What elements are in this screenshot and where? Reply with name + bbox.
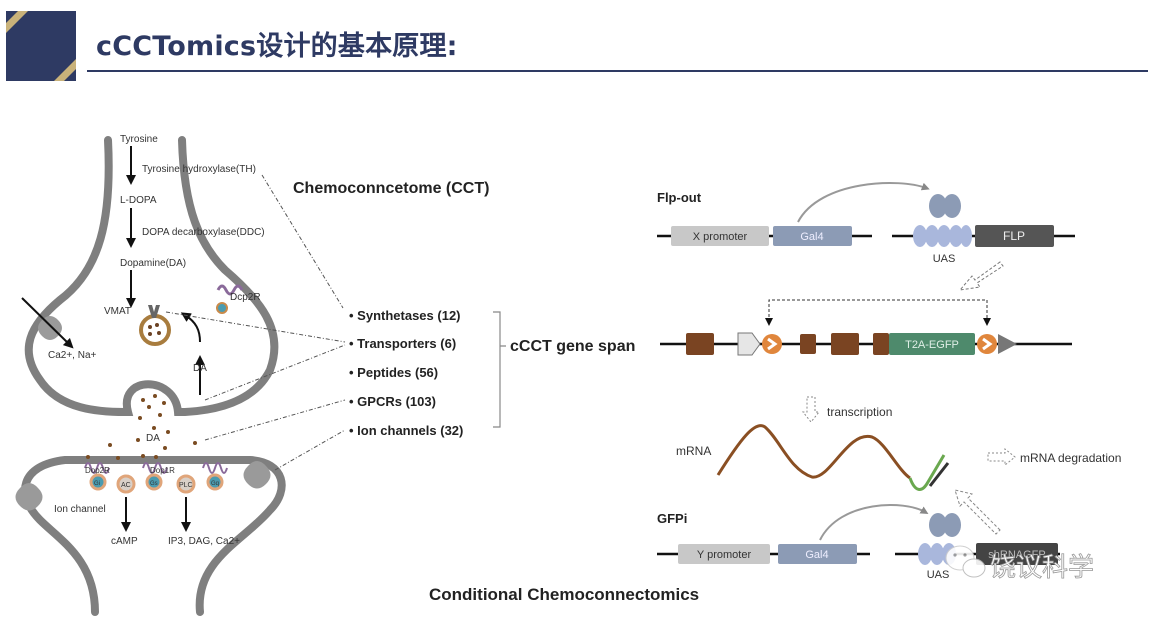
label-gs: Gs xyxy=(150,481,158,487)
exon-3 xyxy=(831,333,859,355)
effector-ac xyxy=(116,474,136,494)
flp-target-bracket xyxy=(768,299,988,322)
degradation-arrow xyxy=(987,447,1016,467)
shrna-strand xyxy=(928,462,950,487)
frt-site-left xyxy=(762,334,782,354)
terminator-triangle-icon xyxy=(998,334,1017,354)
transcription-arrow xyxy=(801,396,821,423)
gal4-box-gfpi xyxy=(778,544,857,564)
ion-influx-arrow xyxy=(21,297,74,349)
category-ion-channels: • Ion channels (32) xyxy=(349,423,463,438)
gal4-label-flpout: Gal4 xyxy=(800,231,823,243)
label-dopamine: Dopamine(DA) xyxy=(120,258,186,269)
y-promoter-label: Y promoter xyxy=(697,549,752,561)
wechat-icon xyxy=(945,545,986,578)
vesicle xyxy=(139,305,171,346)
label-camp: cAMP xyxy=(111,536,138,547)
mrna-label: mRNA xyxy=(676,444,711,458)
y-promoter-box xyxy=(678,544,770,564)
exon-4 xyxy=(873,333,889,355)
flp-box xyxy=(975,225,1054,247)
x-promoter-label: X promoter xyxy=(693,231,748,243)
uas-gal4-complex-flpout xyxy=(913,194,972,247)
label-dcp2r: Dcp2R xyxy=(230,292,261,303)
dcp2r-receptor-icon xyxy=(216,284,244,314)
ion-channel-right-icon xyxy=(243,461,271,489)
label-ac: AC xyxy=(121,482,131,489)
t2a-egfp-box xyxy=(889,333,975,355)
ion-channel-icon xyxy=(38,316,62,340)
cct-category-list: • Synthetases (12) • Transporters (6) • … xyxy=(349,308,463,438)
gprotein-gi xyxy=(89,473,107,491)
frt-arrow-left xyxy=(765,318,773,326)
gal4-binding-arrow-gfpi xyxy=(819,504,929,541)
category-peptides: • Peptides (56) xyxy=(349,365,438,380)
t2a-egfp-label: T2A-EGFP xyxy=(905,339,959,351)
gal4-binding-arrow-flpout xyxy=(797,181,930,223)
gprotein-gq xyxy=(206,473,224,491)
uas-label-gfpi: UAS xyxy=(927,569,950,581)
page-title: cCCTomics设计的基本原理: xyxy=(96,31,458,62)
label-gi: Gi xyxy=(94,481,100,487)
label-gq: Gq xyxy=(211,481,219,487)
flpout-title: Flp-out xyxy=(657,190,702,205)
header-logo-square xyxy=(6,11,76,81)
label-dop2r: Dop2R xyxy=(85,466,110,475)
gal4-box-flpout xyxy=(773,226,852,246)
gfpi-action-arrow xyxy=(954,489,1001,535)
category-connectors xyxy=(165,174,346,471)
flp-action-arrow xyxy=(958,261,1004,291)
category-synthetases: • Synthetases (12) xyxy=(349,308,461,323)
mrna-strand xyxy=(716,424,911,480)
label-th: Tyrosine hydroxylase(TH) xyxy=(142,164,256,175)
presynaptic-neuron xyxy=(24,136,279,416)
mrna-egfp-segment xyxy=(908,454,946,491)
category-gpcrs: • GPCRs (103) xyxy=(349,394,436,409)
label-da-cleft: DA xyxy=(146,433,160,444)
gfpi-title: GFPi xyxy=(657,511,687,526)
figure-caption: Conditional Chemoconnectomics xyxy=(429,585,699,604)
logo-stripes xyxy=(6,11,76,81)
category-bracket xyxy=(493,311,506,428)
frt-site-right xyxy=(977,334,997,354)
frt-arrow-right xyxy=(983,318,991,326)
effector-plc xyxy=(176,474,196,494)
exon-2 xyxy=(800,334,816,354)
x-promoter-box xyxy=(671,226,769,246)
cct-title: Chemoconncetome (CCT) xyxy=(293,180,489,197)
label-ip3: IP3, DAG, Ca2+ xyxy=(168,536,240,547)
uas-label-flpout: UAS xyxy=(933,253,956,265)
label-ion-influx: Ca2+, Na+ xyxy=(48,350,97,361)
title-underline xyxy=(87,70,1148,72)
gene-span-label: cCCT gene span xyxy=(510,338,635,355)
dopamine-particles xyxy=(86,394,197,460)
label-vmat: VMAT xyxy=(104,306,131,317)
shrna-label: shRNAGFP xyxy=(988,549,1045,561)
transcription-label: transcription xyxy=(827,405,892,419)
watermark-text: 饶议科学 xyxy=(990,553,1094,583)
shrna-box xyxy=(976,543,1058,565)
ion-channel-left-icon xyxy=(15,483,43,511)
label-ldopa: L-DOPA xyxy=(120,195,157,206)
category-transporters: • Transporters (6) xyxy=(349,336,456,351)
label-ddc: DOPA decarboxylase(DDC) xyxy=(142,227,265,238)
postsynaptic-neuron xyxy=(21,456,286,616)
label-plc: PLC xyxy=(179,482,193,489)
gprotein-gs xyxy=(145,473,163,491)
flp-label: FLP xyxy=(1003,229,1025,243)
gal4-label-gfpi: Gal4 xyxy=(805,549,828,561)
label-ion-channel: Ion channel xyxy=(54,504,106,515)
promoter-arrow-icon xyxy=(737,332,761,356)
degradation-label: mRNA degradation xyxy=(1020,451,1121,465)
label-dop1r: Dop1R xyxy=(150,466,175,475)
reuptake-arrow-vesicle xyxy=(180,312,201,343)
exon-1 xyxy=(686,333,714,355)
label-da-reuptake: DA xyxy=(193,363,207,374)
label-tyrosine: Tyrosine xyxy=(120,134,158,145)
postsynaptic-receptors xyxy=(84,462,228,474)
